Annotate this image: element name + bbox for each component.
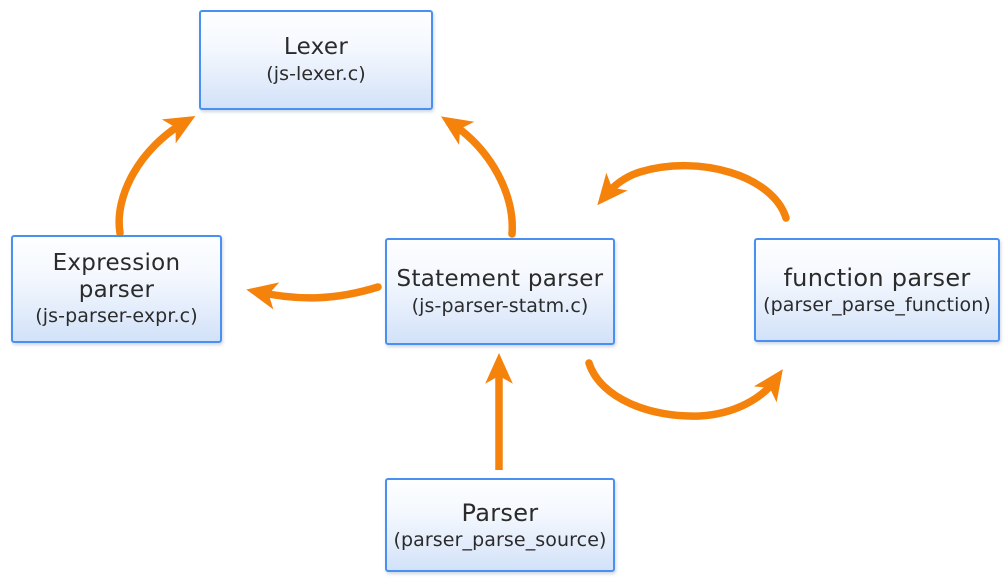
node-lexer-title: Lexer bbox=[283, 34, 349, 61]
edge-function-to-statement bbox=[597, 161, 790, 222]
node-parser-subtitle: (parser_parse_source) bbox=[393, 528, 607, 551]
node-expression-parser-title: Expression parser bbox=[52, 250, 181, 303]
node-expression-parser-subtitle: (js-parser-expr.c) bbox=[35, 305, 198, 328]
edge-statement-to-function bbox=[585, 359, 783, 420]
node-statement-parser-title: Statement parser bbox=[396, 265, 604, 292]
node-function-parser-subtitle: (parser_parse_function) bbox=[763, 293, 991, 316]
edge-expression-to-lexer bbox=[115, 115, 196, 237]
node-statement-parser-subtitle: (js-parser-statm.c) bbox=[411, 294, 589, 317]
edge-statement-to-expression bbox=[246, 282, 382, 310]
edge-statement-to-lexer bbox=[440, 116, 516, 238]
node-parser-title: Parser bbox=[461, 498, 539, 527]
node-expression-parser[interactable]: Expression parser (js-parser-expr.c) bbox=[11, 235, 222, 343]
node-function-parser-title: function parser bbox=[783, 263, 971, 292]
node-function-parser[interactable]: function parser (parser_parse_function) bbox=[754, 238, 1000, 342]
node-lexer[interactable]: Lexer (js-lexer.c) bbox=[199, 10, 433, 110]
node-statement-parser[interactable]: Statement parser (js-parser-statm.c) bbox=[385, 238, 615, 345]
node-parser[interactable]: Parser (parser_parse_source) bbox=[385, 478, 615, 572]
node-lexer-subtitle: (js-lexer.c) bbox=[266, 63, 366, 86]
